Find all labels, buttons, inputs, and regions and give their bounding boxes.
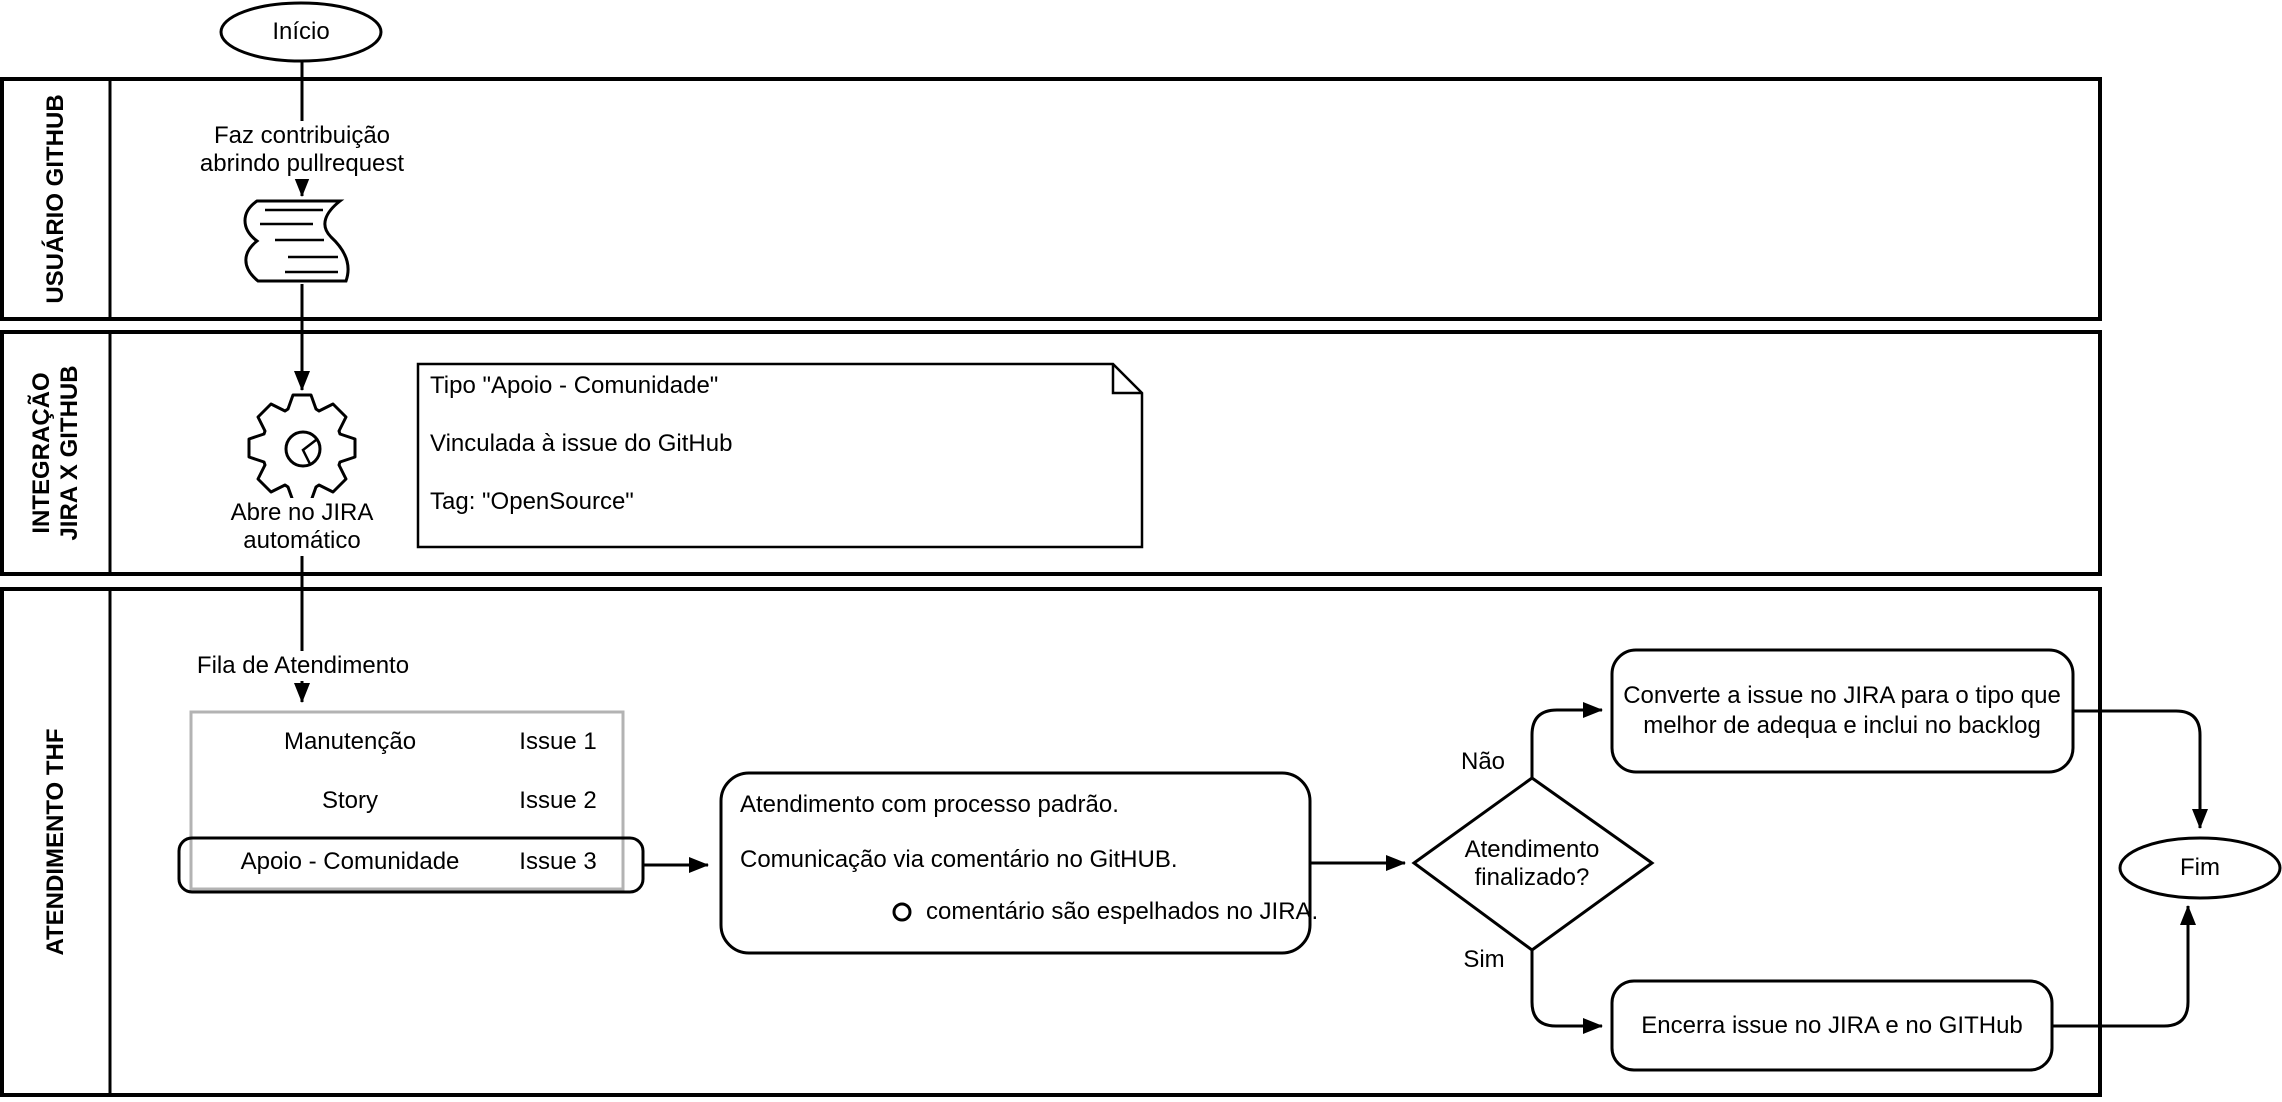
gear-icon	[247, 393, 357, 503]
note-line-1: Tipo "Apoio - Comunidade"	[430, 372, 719, 399]
connector-convert-to-end	[2073, 709, 2208, 829]
lane-label-integracao-jira-github: INTEGRAÇÃO JIRA X GITHUB	[28, 365, 83, 541]
start-label: Início	[272, 18, 330, 45]
queue-row-issue-highlighted: Issue 3	[519, 848, 597, 875]
end-label: Fim	[2180, 854, 2220, 881]
queue-title: Fila de Atendimento	[190, 651, 416, 681]
close-label: Encerra issue no JIRA e no GITHub	[1641, 1012, 2023, 1039]
connector-close-to-end	[2052, 905, 2196, 1028]
swimlane-usuario-github	[0, 77, 2102, 321]
queue-row-type: Manutenção	[283, 728, 417, 755]
process-line-1: Atendimento com processo padrão.	[740, 791, 1119, 818]
process-line-2: Comunicação via comentário no GitHUB.	[740, 846, 1178, 873]
decision-label: Atendimento finalizado?	[1464, 836, 1600, 891]
open-jira-label: Abre no JIRA automático	[224, 498, 380, 556]
swimlane-integracao-jira-github	[0, 330, 2102, 576]
connector-no-to-convert	[1530, 702, 1603, 778]
connector-yes-to-close	[1530, 950, 1603, 1034]
queue-row-type-highlighted: Apoio - Comunidade	[240, 848, 460, 875]
note-line-2: Vinculada à issue do GitHub	[430, 430, 733, 457]
edge-label-no: Não	[1460, 748, 1506, 775]
queue-row-type: Story	[321, 787, 379, 814]
convert-label: Converte a issue no JIRA para o tipo que…	[1623, 682, 2061, 739]
queue-box	[189, 710, 625, 891]
lane-label-usuario-github: USUÁRIO GITHUB	[42, 94, 69, 304]
process-bullet-line: comentário são espelhados no JIRA.	[926, 898, 1319, 925]
note-shape	[416, 362, 1144, 549]
end-terminator	[2118, 836, 2282, 900]
note-line-3: Tag: "OpenSource"	[430, 488, 634, 515]
bullet-circle-icon	[892, 902, 912, 922]
lane-label-atendimento-thf: ATENDIMENTO THF	[42, 728, 69, 956]
queue-row-issue: Issue 2	[519, 787, 597, 814]
edge-label-yes: Sim	[1463, 946, 1505, 973]
document-icon	[243, 199, 350, 283]
swimlane-atendimento-thf	[0, 587, 2102, 1097]
note-fold-corner	[1111, 364, 1142, 395]
decision-diamond	[1411, 776, 1655, 952]
contribution-label: Faz contribuição abrindo pullrequest	[193, 121, 411, 179]
queue-row-issue: Issue 1	[519, 728, 597, 755]
